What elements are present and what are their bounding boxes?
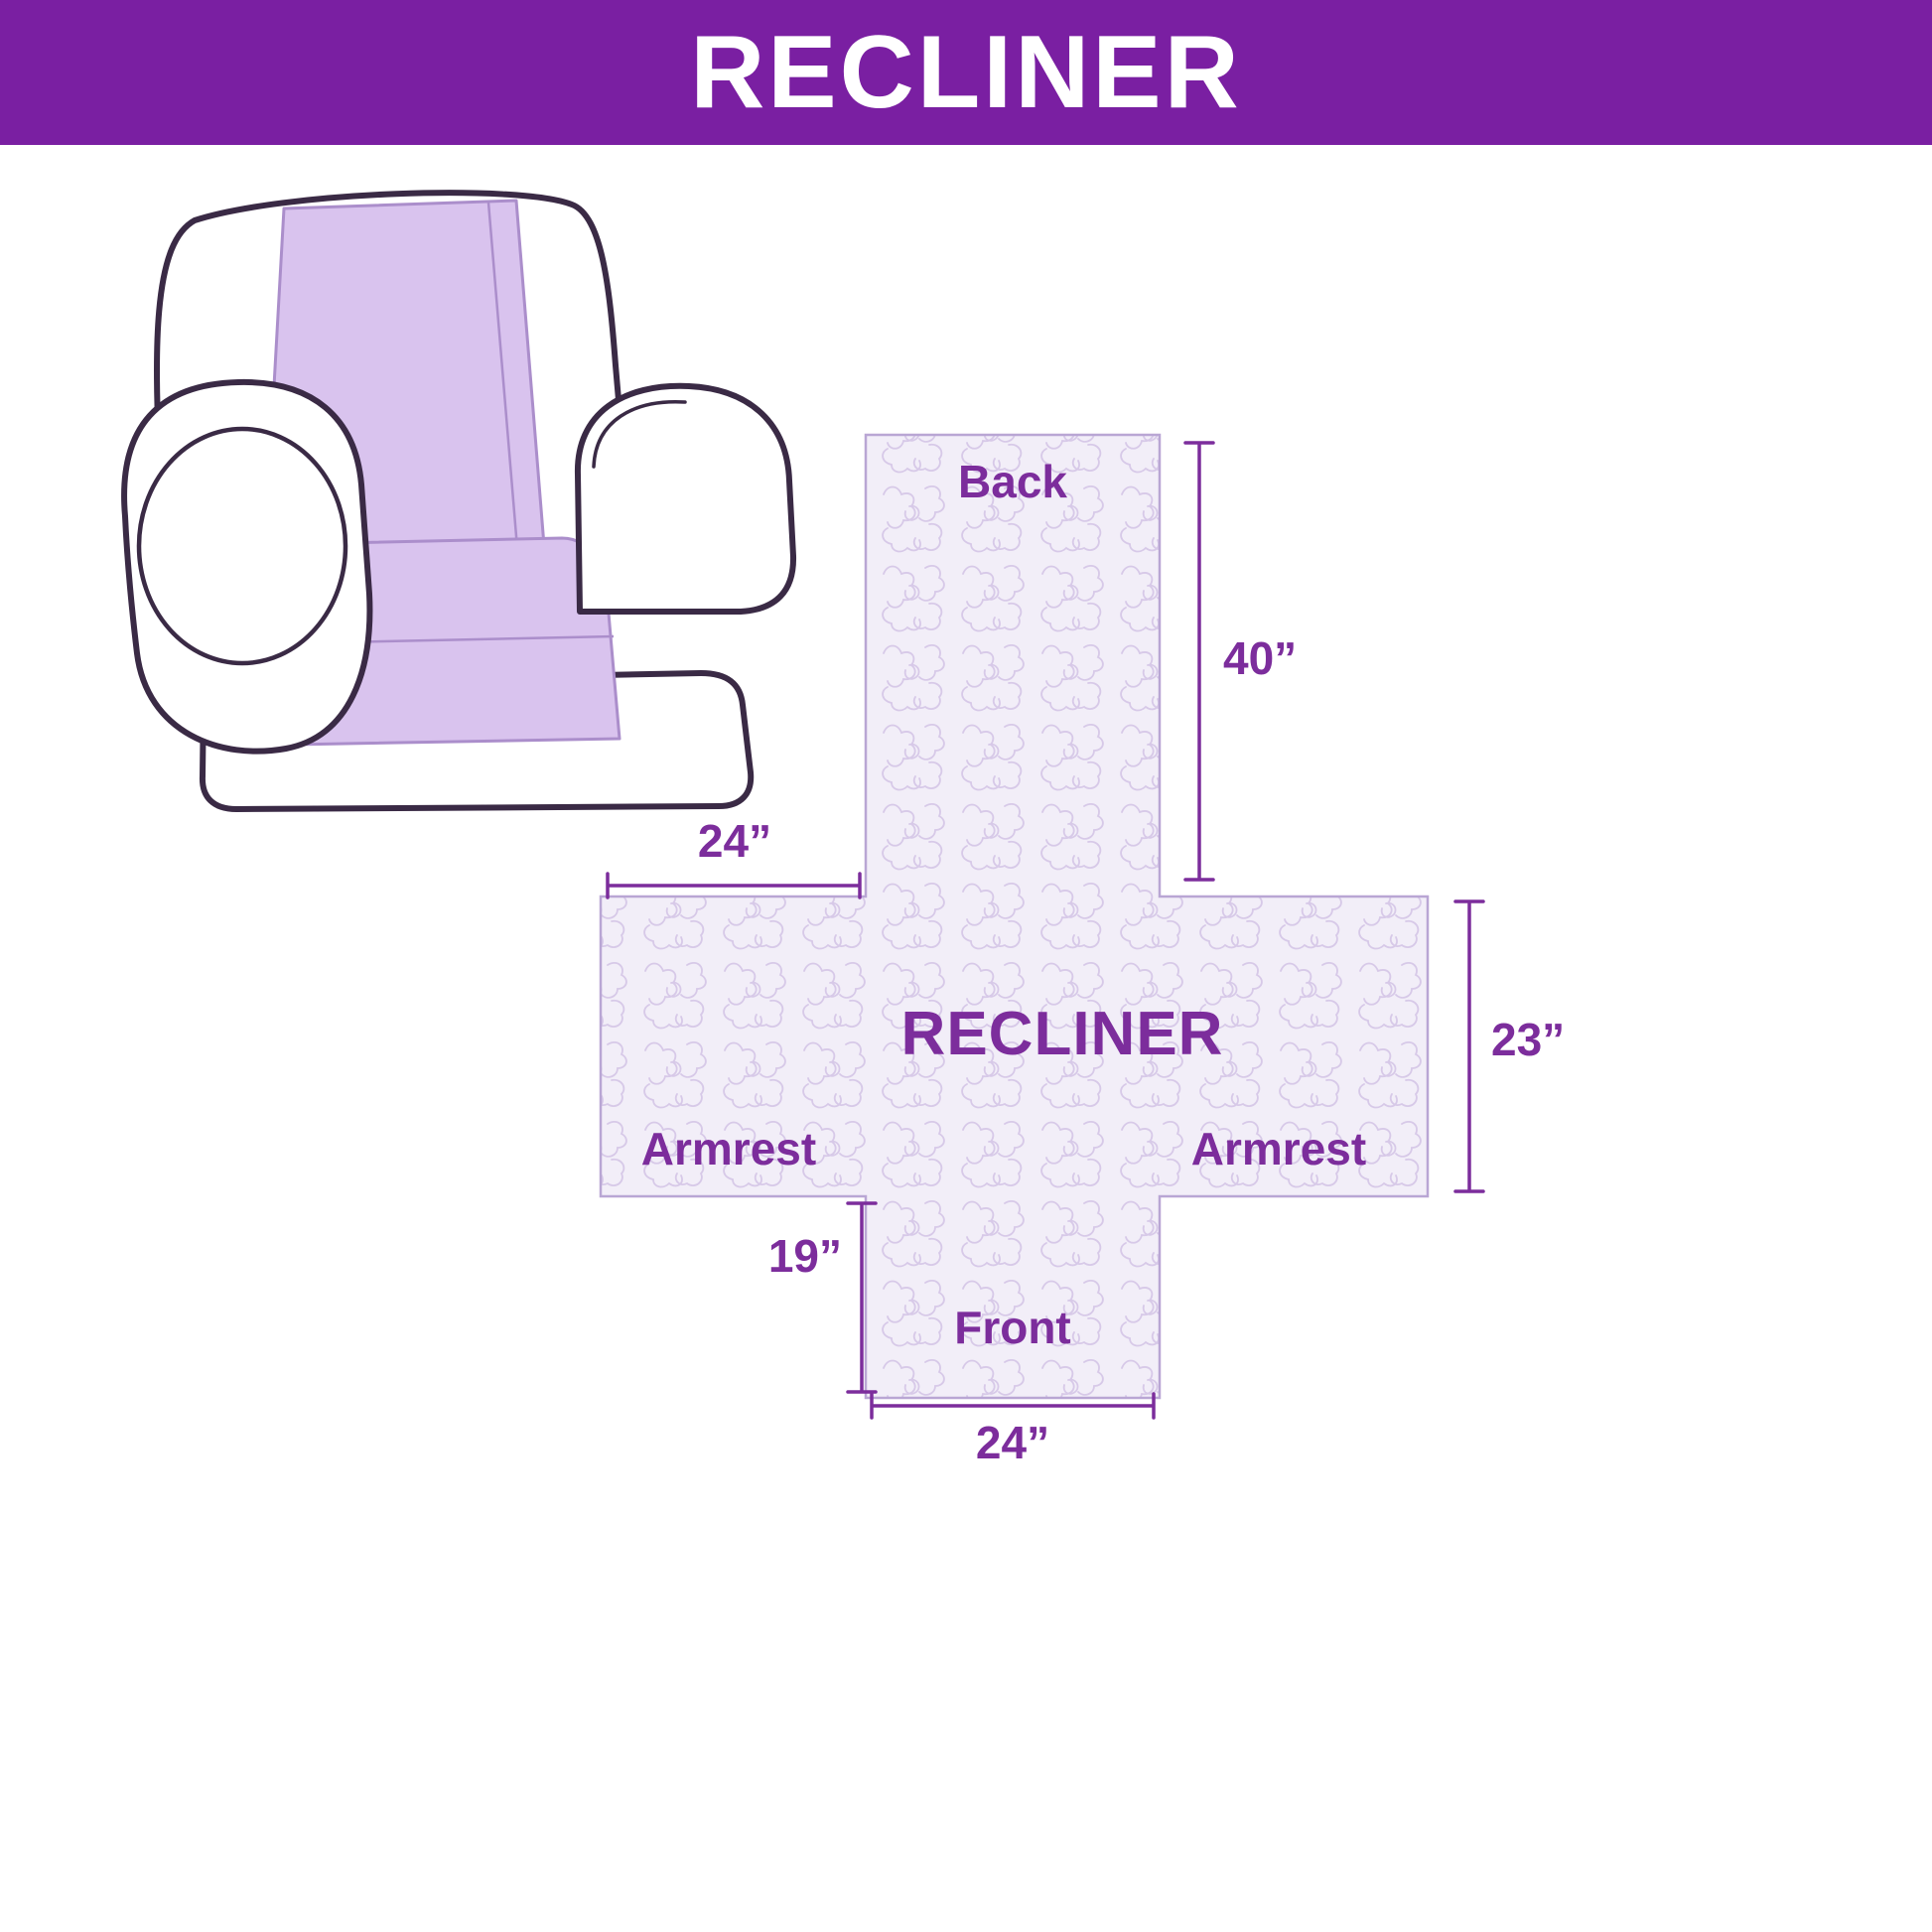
dimension-line-top-width xyxy=(606,872,862,899)
dimension-line-side-height xyxy=(1453,899,1485,1193)
dimension-line-back-height xyxy=(1183,441,1215,882)
chair-back-cover-fold xyxy=(486,202,520,561)
chair-right-arm-roll-line xyxy=(592,400,687,469)
dimension-front-width: 24” xyxy=(975,1417,1050,1468)
dimension-line-front-width xyxy=(870,1392,1156,1420)
back-label: Back xyxy=(958,456,1067,507)
cover-center-label: RECLINER xyxy=(900,1000,1224,1068)
dimension-side-height: 23” xyxy=(1491,1014,1566,1065)
armrest-right-label: Armrest xyxy=(1190,1123,1367,1174)
dimension-top-width: 24” xyxy=(697,815,772,867)
dimension-line-front-drop xyxy=(846,1201,878,1394)
dimension-back-height: 40” xyxy=(1223,632,1298,684)
front-label: Front xyxy=(954,1302,1071,1353)
armrest-left-label: Armrest xyxy=(640,1123,817,1174)
chair-left-arm-front-face xyxy=(136,426,348,666)
chair-right-arm xyxy=(574,382,797,615)
page-title: RECLINER xyxy=(690,14,1242,130)
recliner-chair-illustration xyxy=(121,190,797,812)
header-banner: RECLINER xyxy=(0,0,1932,145)
cover-cross-shape xyxy=(599,433,1430,1400)
dimension-front-drop: 19” xyxy=(767,1230,842,1282)
